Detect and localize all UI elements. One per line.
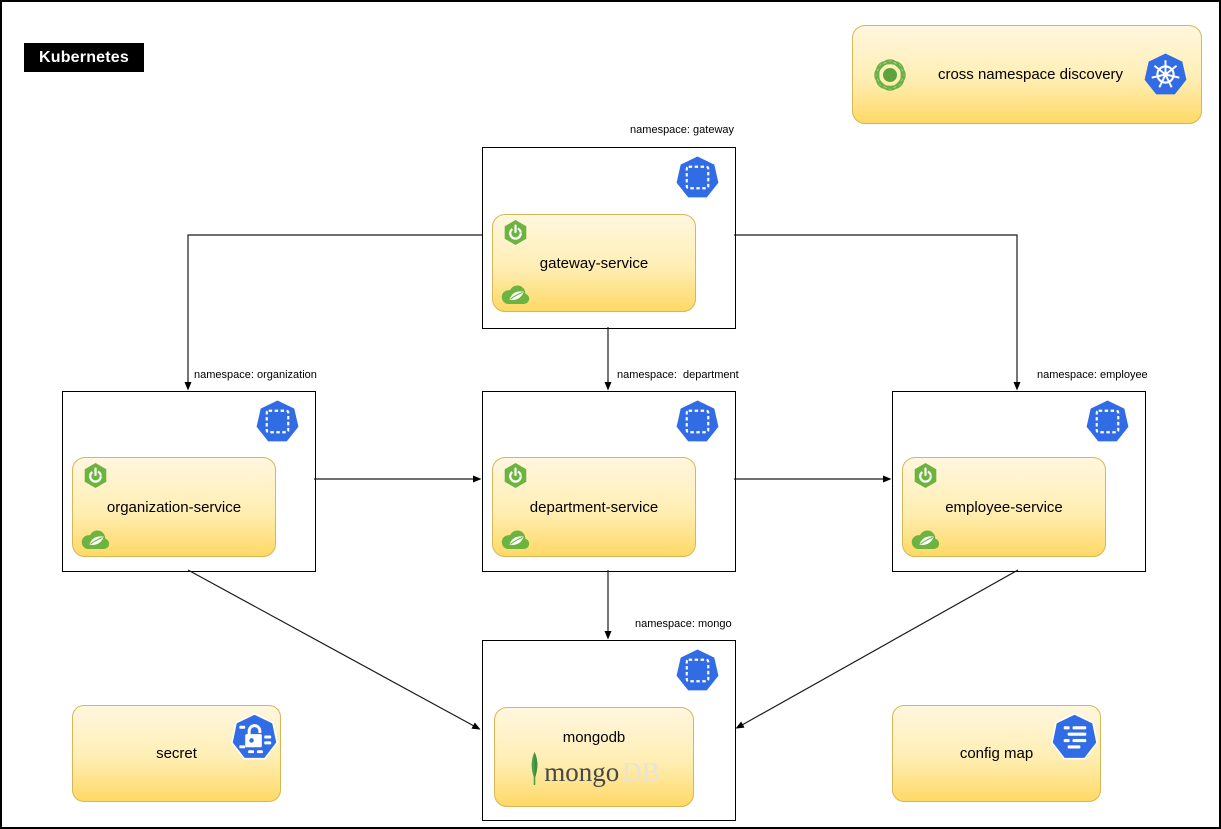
diagram-title-label: Kubernetes [38, 48, 130, 66]
legend-label: cross namespace discovery [937, 66, 1124, 83]
service-node-employee: employee-service [902, 457, 1106, 557]
service-label: employee-service [945, 498, 1063, 516]
service-label: mongodb [562, 728, 626, 746]
namespace-label-gateway: namespace: gateway [630, 124, 734, 136]
spring-boot-icon [504, 463, 527, 488]
service-node-gateway: gateway-service [492, 214, 696, 312]
mongodb-leaf-icon [531, 751, 538, 785]
configmap-node: config map [892, 705, 1101, 802]
kubernetes-namespace-icon [676, 649, 719, 691]
namespace-label-organization: namespace: organization [194, 369, 317, 381]
spring-boot-icon [504, 220, 527, 245]
kubernetes-namespace-icon [1086, 400, 1129, 442]
kubernetes-wheel-icon [1144, 53, 1187, 95]
service-node-mongodb: mongodb mongo DB [494, 707, 694, 807]
spring-boot-icon [84, 463, 107, 488]
spring-boot-icon [914, 463, 937, 488]
mongodb-logo: mongo DB [528, 751, 660, 787]
legend-cross-namespace-discovery: cross namespace discovery [852, 25, 1202, 124]
atom-discovery-icon [874, 58, 906, 91]
kubernetes-secret-icon [231, 713, 278, 760]
service-node-organization: organization-service [72, 457, 276, 557]
mongodb-wordmark-db: DB [622, 756, 660, 787]
secret-node: secret [72, 705, 281, 802]
kubernetes-namespace-icon [676, 156, 719, 198]
diagram-title: Kubernetes [24, 43, 144, 72]
service-label: gateway-service [539, 254, 649, 272]
configmap-label: config map [959, 745, 1034, 762]
spring-cloud-icon [501, 285, 530, 305]
secret-label: secret [156, 745, 197, 762]
kubernetes-namespace-icon [256, 400, 299, 442]
spring-cloud-icon [501, 530, 530, 550]
spring-cloud-icon [81, 530, 110, 550]
service-label: organization-service [106, 498, 242, 516]
service-node-department: department-service [492, 457, 696, 557]
namespace-label-employee: namespace: employee [1037, 369, 1148, 381]
kubernetes-configmap-icon [1051, 713, 1098, 760]
service-label: department-service [529, 498, 659, 516]
kubernetes-namespace-icon [676, 400, 719, 442]
namespace-label-department: namespace: department [617, 369, 739, 381]
spring-cloud-icon [911, 530, 940, 550]
mongodb-wordmark: mongo [544, 756, 620, 787]
namespace-label-mongo: namespace: mongo [635, 618, 732, 630]
